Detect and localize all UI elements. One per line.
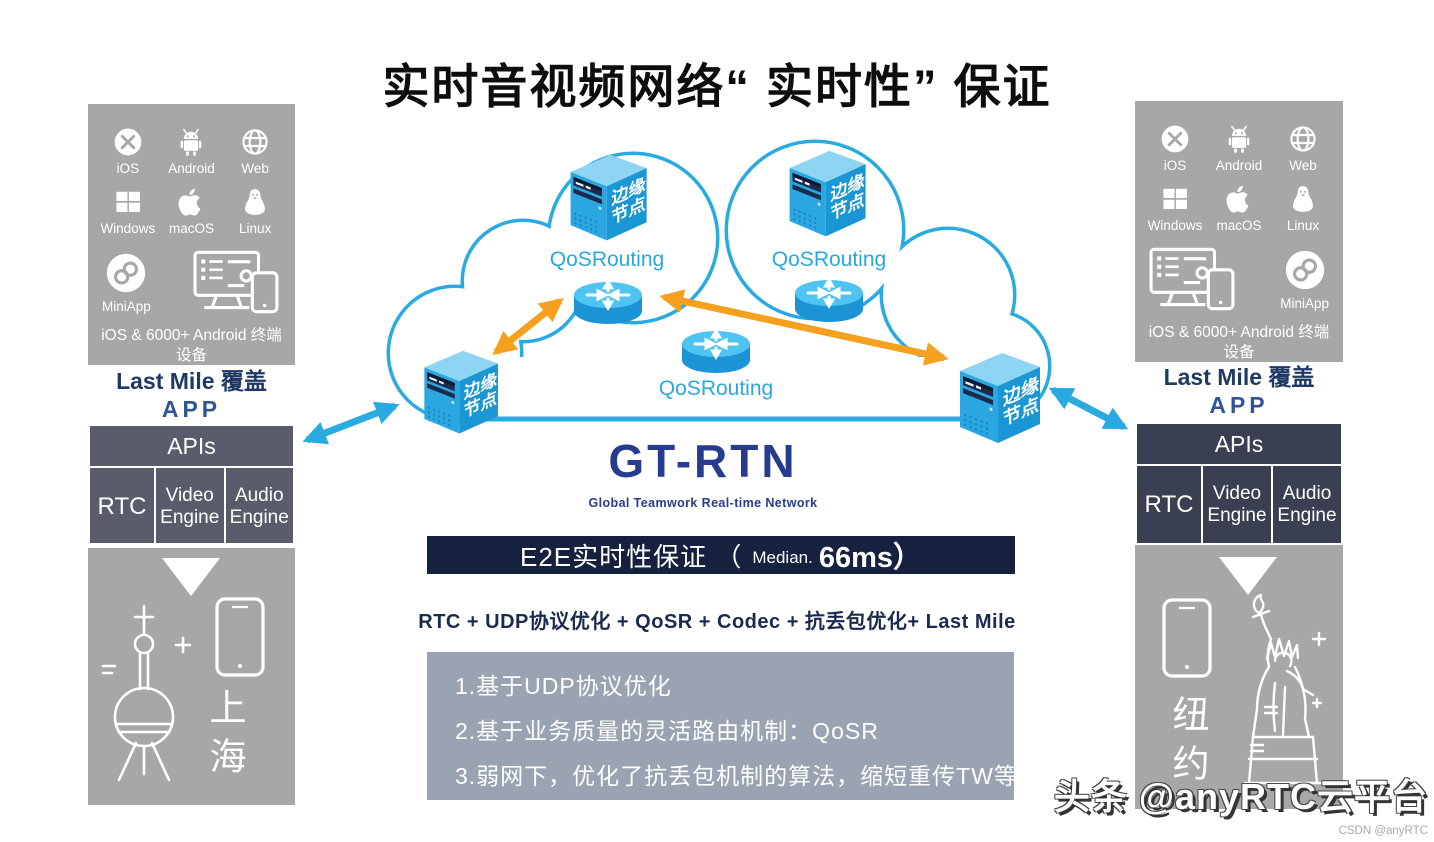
platform-linux: Linux xyxy=(1271,183,1334,233)
platform-macos: macOS xyxy=(1207,183,1270,233)
api-cell-rtc: RTC xyxy=(1137,466,1203,543)
app-label: APP xyxy=(161,396,222,422)
platform-android: Android xyxy=(160,126,223,176)
page-title: 实时音视频网络“ 实时性” 保证 xyxy=(382,60,1052,113)
platform-miniapp: MiniApp xyxy=(102,250,151,314)
edge-node-server-top-left xyxy=(570,154,647,241)
api-cell-video-engine: Video Engine xyxy=(156,468,226,545)
network-subtitle: Global Teamwork Real-time Network xyxy=(588,496,818,510)
qos-routing-label: QoSRouting xyxy=(659,377,773,400)
ios-icon xyxy=(114,128,142,156)
left-api-stack: APIs RTC Video Engine Audio Engine xyxy=(88,424,295,545)
qos-routing-label: QoSRouting xyxy=(772,248,886,271)
windows-icon xyxy=(116,191,140,212)
device-caption: iOS & 6000+ Android 终端设备 xyxy=(1148,324,1330,362)
left-coverage: Last Mile 覆盖 APP xyxy=(88,367,295,423)
note-item: 2.基于业务质量的灵活路由机制：QoSR xyxy=(455,718,879,744)
blue-arrow-left xyxy=(302,401,400,445)
linux-penguin-icon xyxy=(1293,186,1313,212)
gt-rtn-block: GT-RTN Global Teamwork Real-time Network xyxy=(517,434,889,510)
watermark-main: 头条 @anyRTC云平台 xyxy=(1053,776,1428,817)
apple-icon xyxy=(1226,185,1249,213)
banner-median-label: Median. xyxy=(752,548,813,567)
pearl-tower-icon xyxy=(101,604,192,782)
router-center xyxy=(680,329,752,375)
right-coverage: Last Mile 覆盖 APP xyxy=(1135,363,1343,419)
device-caption: iOS & 6000+ Android 终端设备 xyxy=(101,327,282,365)
right-api-stack: APIs RTC Video Engine Audio Engine xyxy=(1135,422,1343,545)
last-mile-label: Last Mile 覆盖 xyxy=(116,368,267,394)
last-mile-label: Last Mile 覆盖 xyxy=(1163,364,1315,390)
app-label: APP xyxy=(1209,392,1269,418)
apis-header: APIs xyxy=(1137,424,1341,466)
api-cell-video-engine: Video Engine xyxy=(1203,466,1273,543)
windows-icon xyxy=(1163,188,1187,209)
platform-macos: macOS xyxy=(160,186,223,236)
down-triangle-icon xyxy=(1219,557,1277,595)
api-cell-audio-engine: Audio Engine xyxy=(1277,482,1337,526)
web-globe-icon xyxy=(242,129,268,155)
edge-node-server-top-right xyxy=(789,150,866,237)
right-city-panel: 纽约 xyxy=(1135,545,1343,809)
android-icon xyxy=(181,128,202,156)
platform-web: Web xyxy=(224,126,287,176)
platform-ios: iOS xyxy=(1143,123,1206,173)
api-cell-rtc: RTC xyxy=(90,468,156,545)
apis-header: APIs xyxy=(90,426,293,468)
apple-icon xyxy=(179,188,201,216)
city-label-shanghai: 上海 xyxy=(204,688,245,786)
right-platforms-panel: iOS Android xyxy=(1135,101,1343,362)
router-top-right xyxy=(793,278,865,324)
phone-icon xyxy=(215,597,265,677)
qos-routing-label: QoSRouting xyxy=(550,248,664,271)
banner-median-value: 66ms） xyxy=(818,542,923,574)
left-city-panel: 上海 xyxy=(88,548,295,805)
edge-node-server-bottom-right xyxy=(960,353,1040,443)
platform-miniapp: MiniApp xyxy=(1280,247,1329,311)
banner-prefix: E2E实时性保证 （ xyxy=(519,541,743,572)
api-cell-audio-engine: Audio Engine xyxy=(229,484,289,528)
platform-windows: Windows xyxy=(96,186,159,236)
blue-arrow-right xyxy=(1048,386,1129,431)
statue-of-liberty-icon xyxy=(1243,593,1327,785)
ios-icon xyxy=(1161,125,1189,153)
monitor-phone-icon xyxy=(1149,247,1235,311)
notes-box: 1.基于UDP协议优化 2.基于业务质量的灵活路由机制：QoSR 3.弱网下，优… xyxy=(427,652,1018,800)
left-platforms-panel: iOS Android xyxy=(88,104,295,365)
edge-node-server-bottom-left xyxy=(424,350,498,434)
phone-icon xyxy=(1162,598,1212,678)
orange-arrow-left xyxy=(492,298,564,355)
note-item: 3.弱网下，优化了抗丢包机制的算法，缩短重传TW等 xyxy=(455,763,1018,789)
miniapp-icon xyxy=(107,253,146,293)
linux-penguin-icon xyxy=(245,189,266,215)
network-title: GT-RTN xyxy=(608,435,798,487)
platform-web: Web xyxy=(1271,123,1334,173)
orange-arrow-long xyxy=(659,289,949,366)
watermark-sub: CSDN @anyRTC xyxy=(1338,825,1428,837)
router-top-left xyxy=(572,280,644,326)
city-label-newyork: 纽约 xyxy=(1167,695,1208,793)
platform-linux: Linux xyxy=(224,186,287,236)
note-item: 1.基于UDP协议优化 xyxy=(455,673,672,699)
cloud xyxy=(386,139,1052,423)
platform-ios: iOS xyxy=(96,126,159,176)
monitor-phone-icon xyxy=(193,250,279,314)
down-triangle-icon xyxy=(162,558,220,596)
platform-windows: Windows xyxy=(1143,183,1206,233)
android-icon xyxy=(1228,125,1250,153)
formula-line: RTC + UDP协议优化 + QoSR + Codec + 抗丢包优化+ La… xyxy=(418,611,1016,633)
web-globe-icon xyxy=(1290,126,1316,152)
miniapp-icon xyxy=(1285,250,1324,290)
platform-android: Android xyxy=(1207,123,1270,173)
watermark: 头条 @anyRTC云平台 CSDN @anyRTC xyxy=(1054,768,1428,837)
e2e-banner: E2E实时性保证 （ Median. 66ms） xyxy=(427,536,1015,574)
